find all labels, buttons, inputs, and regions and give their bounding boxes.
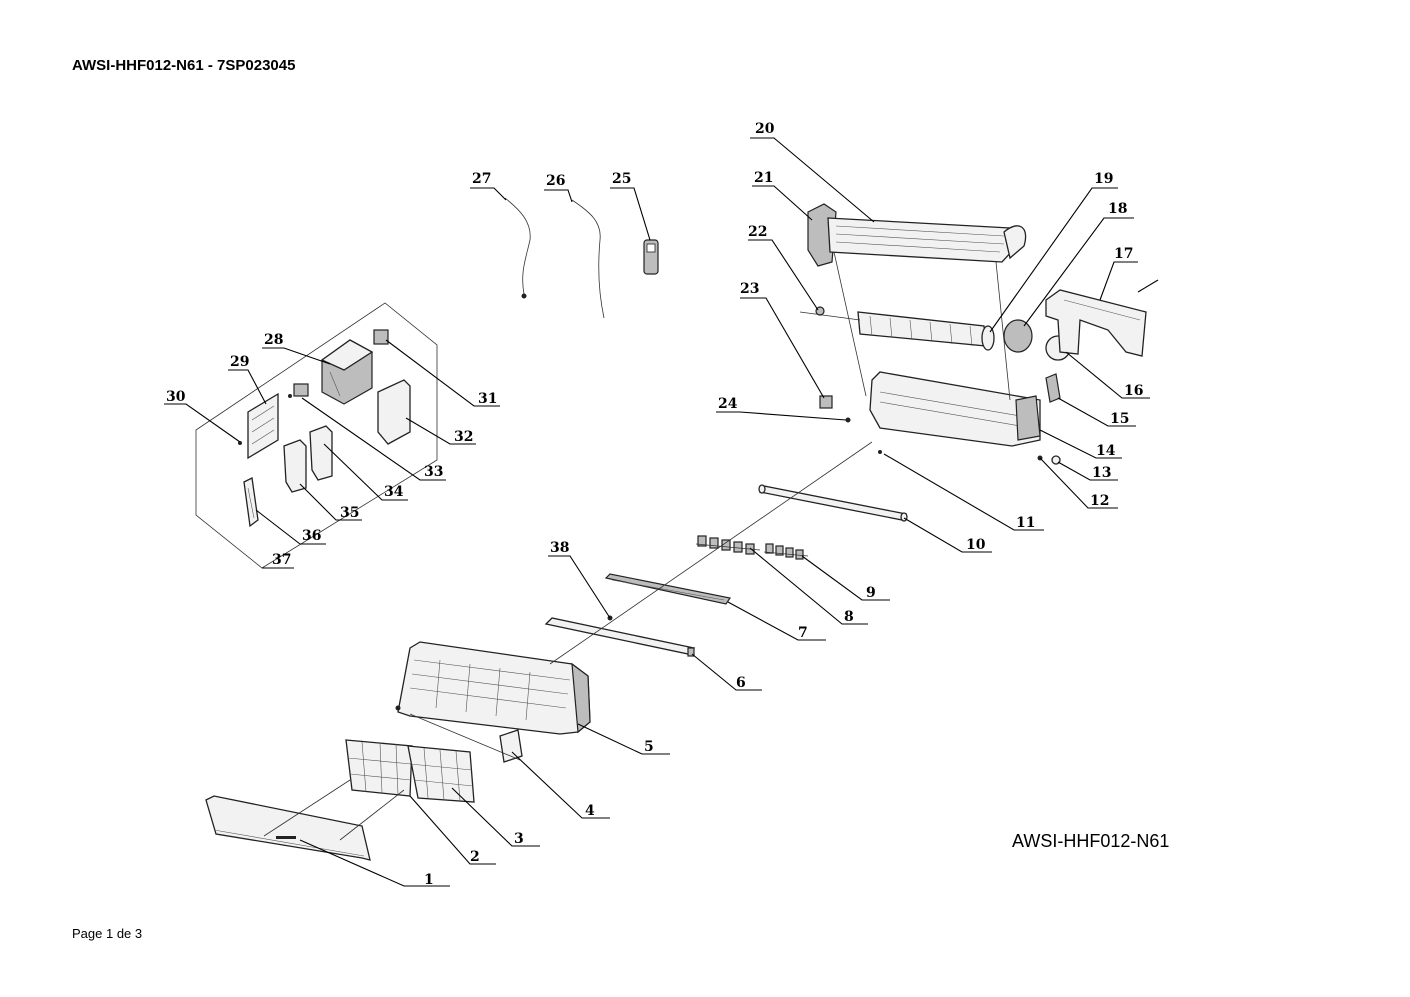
callout-6: 6 [736, 675, 746, 691]
part-6-flap [544, 617, 696, 655]
callout-13: 13 [1092, 465, 1111, 481]
callout-17: 17 [1114, 246, 1133, 262]
callout-15: 15 [1110, 411, 1129, 427]
callout-23: 23 [740, 281, 759, 297]
front-panel-section [205, 641, 591, 861]
part-33-terminal [293, 383, 309, 397]
louver-and-pipe-parts [544, 484, 908, 657]
page-number: Page 1 de 3 [72, 926, 143, 941]
part-callouts: 1 2 3 4 5 6 7 8 9 10 11 12 13 14 15 16 1… [164, 121, 1159, 888]
callout-14: 14 [1096, 443, 1116, 459]
callout-27: 27 [472, 171, 491, 187]
control-box-assembly [195, 302, 438, 569]
part-29-pcb [247, 392, 279, 460]
callout-10: 10 [966, 537, 986, 553]
callout-22: 22 [748, 224, 767, 240]
part-31-component [373, 329, 389, 345]
part-32-cover [377, 379, 411, 445]
part-10-pipe [758, 485, 908, 521]
callout-38: 38 [550, 540, 569, 556]
part-26-cable [571, 199, 605, 319]
part-20-evaporator [827, 217, 1025, 263]
part-3-filter-left [345, 739, 413, 797]
part-7-horizontal-louver [604, 573, 731, 605]
part-19-crossflow-fan [857, 311, 987, 347]
part-4-display-board [499, 729, 523, 763]
callout-37: 37 [272, 552, 291, 568]
part-8-louvers [695, 535, 761, 555]
callout-8: 8 [844, 609, 854, 625]
callout-5: 5 [644, 739, 654, 755]
callout-26: 26 [546, 173, 565, 189]
callout-19: 19 [1094, 171, 1113, 187]
callout-16: 16 [1124, 383, 1143, 399]
part-17-mounting-plate [1045, 289, 1147, 357]
callout-12: 12 [1090, 493, 1109, 509]
callout-35: 35 [340, 505, 359, 521]
callout-1: 1 [424, 872, 434, 888]
part-34-bracket [309, 425, 333, 481]
model-label: AWSI-HHF012-N61 [1012, 831, 1170, 851]
evaporator-section [807, 203, 1147, 465]
callout-25: 25 [612, 171, 631, 187]
part-23-component [819, 395, 833, 409]
callout-3: 3 [514, 831, 524, 847]
cables-and-remote [504, 197, 659, 319]
part-14-chassis [869, 371, 1041, 447]
page-title: AWSI-HHF012-N61 - 7SP023045 [72, 57, 296, 74]
callout-11: 11 [1016, 515, 1035, 531]
part-27-cable [504, 197, 531, 295]
callout-33: 33 [424, 464, 443, 480]
part-35-bracket [283, 439, 307, 493]
callout-21: 21 [754, 170, 773, 186]
callout-20: 20 [755, 121, 775, 137]
assembly-axis-lines [263, 251, 1011, 841]
callout-31: 31 [478, 391, 497, 407]
part-15-bracket [1045, 373, 1061, 403]
callout-9: 9 [866, 585, 876, 601]
callout-29: 29 [230, 354, 249, 370]
part-9-louvers [763, 543, 809, 560]
callout-34: 34 [384, 484, 404, 500]
callout-30: 30 [166, 389, 186, 405]
callout-28: 28 [264, 332, 283, 348]
callout-4: 4 [585, 803, 595, 819]
part-18-motor [1003, 319, 1033, 353]
callout-7: 7 [798, 625, 808, 641]
callout-24: 24 [718, 396, 738, 412]
part-2-filter-right [407, 745, 475, 803]
callout-18: 18 [1108, 201, 1127, 217]
callout-2: 2 [470, 849, 480, 865]
callout-32: 32 [454, 429, 473, 445]
callout-36: 36 [302, 528, 321, 544]
part-1-front-panel [205, 795, 371, 861]
